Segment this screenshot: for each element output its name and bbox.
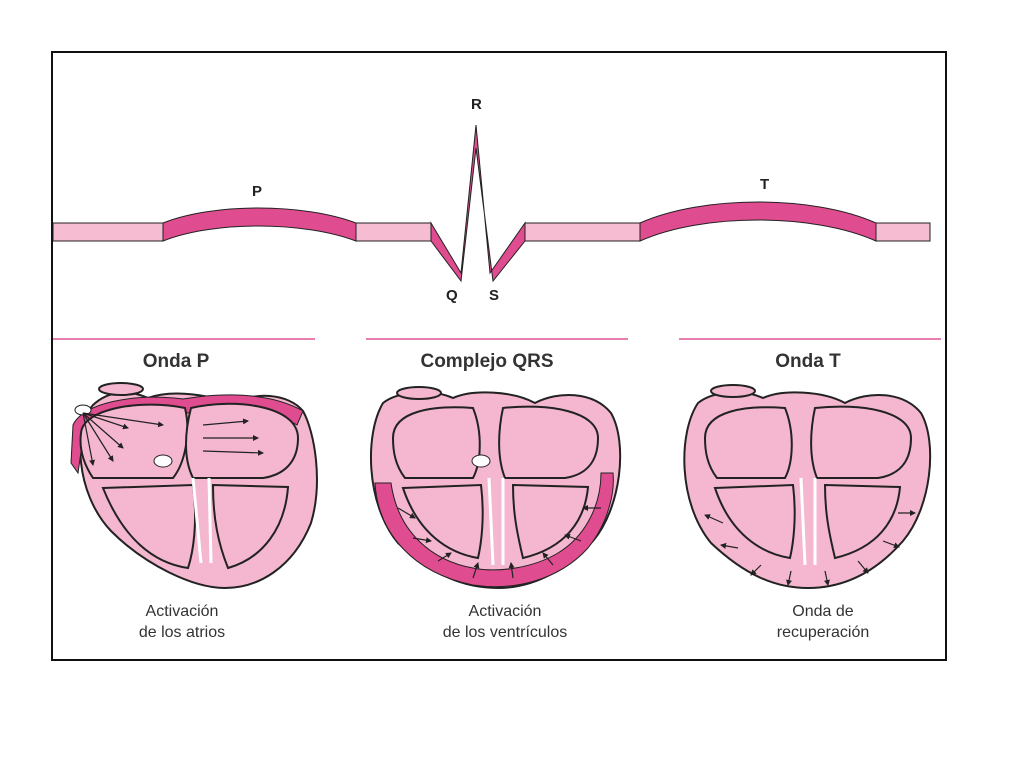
section-title-complejo-qrs: Complejo QRS — [420, 351, 553, 372]
caption-onda-p-line1: Activación — [146, 603, 219, 620]
section-title-onda-t: Onda T — [775, 351, 841, 372]
t-wave — [639, 201, 877, 242]
t-wave-label: T — [760, 176, 769, 193]
baseline-segment-1 — [53, 222, 164, 242]
caption-onda-t-line1: Onda de — [792, 603, 853, 620]
caption-qrs-line1: Activación — [469, 603, 542, 620]
p-wave-label: P — [252, 183, 262, 200]
baseline-segment-3 — [524, 222, 641, 242]
ecg-heart-diagram: P R Q S T Onda P Complejo QRS Onda T — [53, 96, 941, 641]
qrs-complex — [430, 124, 526, 283]
section-title-onda-p: Onda P — [143, 351, 210, 372]
q-wave-label: Q — [446, 287, 458, 304]
diagram-frame: P R Q S T Onda P Complejo QRS Onda T — [51, 51, 947, 661]
r-wave-label: R — [471, 96, 482, 113]
p-wave — [162, 207, 357, 242]
baseline-segment-2 — [355, 222, 432, 242]
baseline-segment-4 — [875, 222, 931, 242]
caption-onda-t-line2: recuperación — [777, 624, 870, 641]
heart-atrial-activation — [70, 382, 318, 590]
heart-ventricular-activation — [370, 386, 622, 590]
s-wave-label: S — [489, 287, 499, 304]
caption-onda-p-line2: de los atrios — [139, 624, 225, 641]
caption-qrs-line2: de los ventrículos — [443, 624, 568, 641]
ecg-waveform: P R Q S T — [53, 96, 931, 304]
heart-recovery-wave — [683, 384, 932, 590]
